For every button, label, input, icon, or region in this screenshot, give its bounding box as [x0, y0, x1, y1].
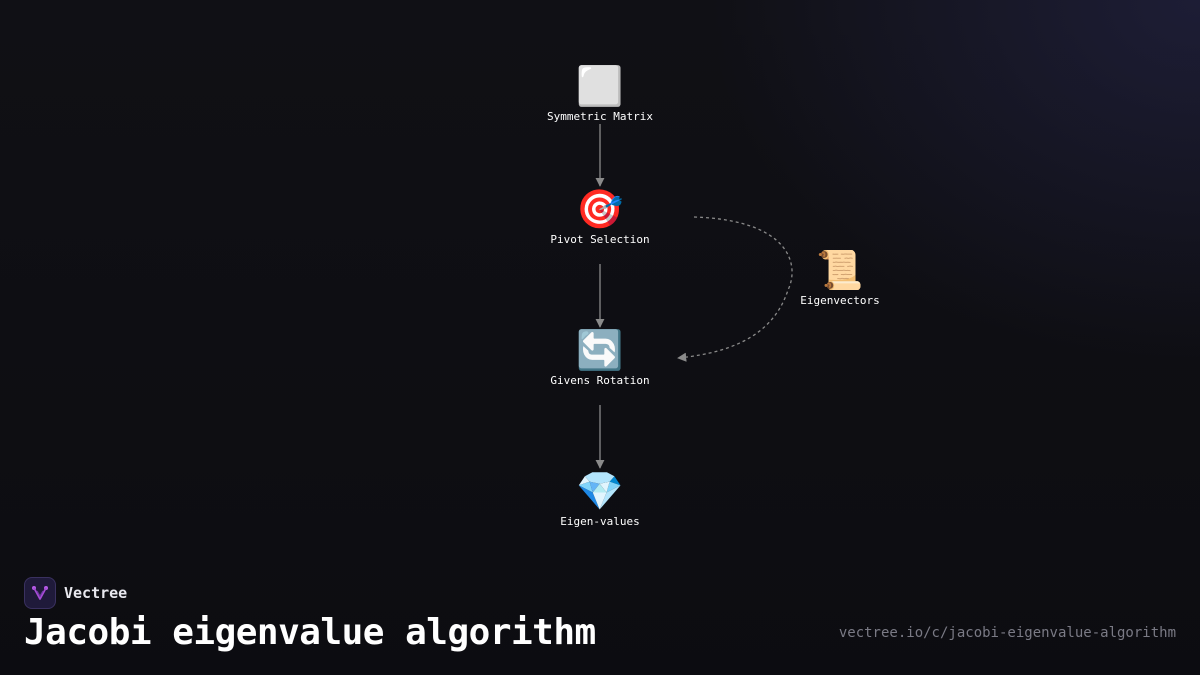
node-pivot-selection: 🎯 Pivot Selection: [520, 187, 680, 247]
page-title: Jacobi eigenvalue algorithm: [24, 612, 596, 653]
node-label-givens-rotation: Givens Rotation: [550, 374, 650, 387]
node-symmetric-matrix: ⬜ Symmetric Matrix: [520, 64, 680, 124]
node-eigen-values: 💎 Eigen-values: [520, 469, 680, 529]
brand[interactable]: Vectree: [24, 577, 596, 609]
node-label-symmetric-matrix: Symmetric Matrix: [547, 110, 653, 123]
square-button-icon: ⬜: [576, 64, 624, 108]
rotation-arrows-icon: 🔄: [576, 328, 624, 372]
node-label-pivot-selection: Pivot Selection: [550, 233, 650, 246]
vectree-logo-icon: [24, 577, 56, 609]
scroll-icon: 📜: [816, 248, 864, 292]
node-givens-rotation: 🔄 Givens Rotation: [520, 328, 680, 388]
flow-diagram: ⬜ Symmetric Matrix 🎯 Pivot Selection 🔄 G…: [520, 64, 920, 529]
node-label-eigen-values: Eigen-values: [560, 515, 640, 528]
node-label-eigenvectors: Eigenvectors: [800, 294, 880, 307]
footer: Vectree Jacobi eigenvalue algorithm: [24, 577, 596, 655]
vectree-logo-mark: [32, 586, 48, 600]
brand-name: Vectree: [64, 584, 128, 602]
target-icon: 🎯: [576, 187, 624, 231]
node-eigenvectors: 📜 Eigenvectors: [760, 248, 920, 308]
gem-icon: 💎: [576, 469, 624, 513]
page-url-link[interactable]: vectree.io/c/jacobi-eigenvalue-algorithm: [838, 625, 1176, 641]
diagram-edges: [595, 124, 793, 469]
